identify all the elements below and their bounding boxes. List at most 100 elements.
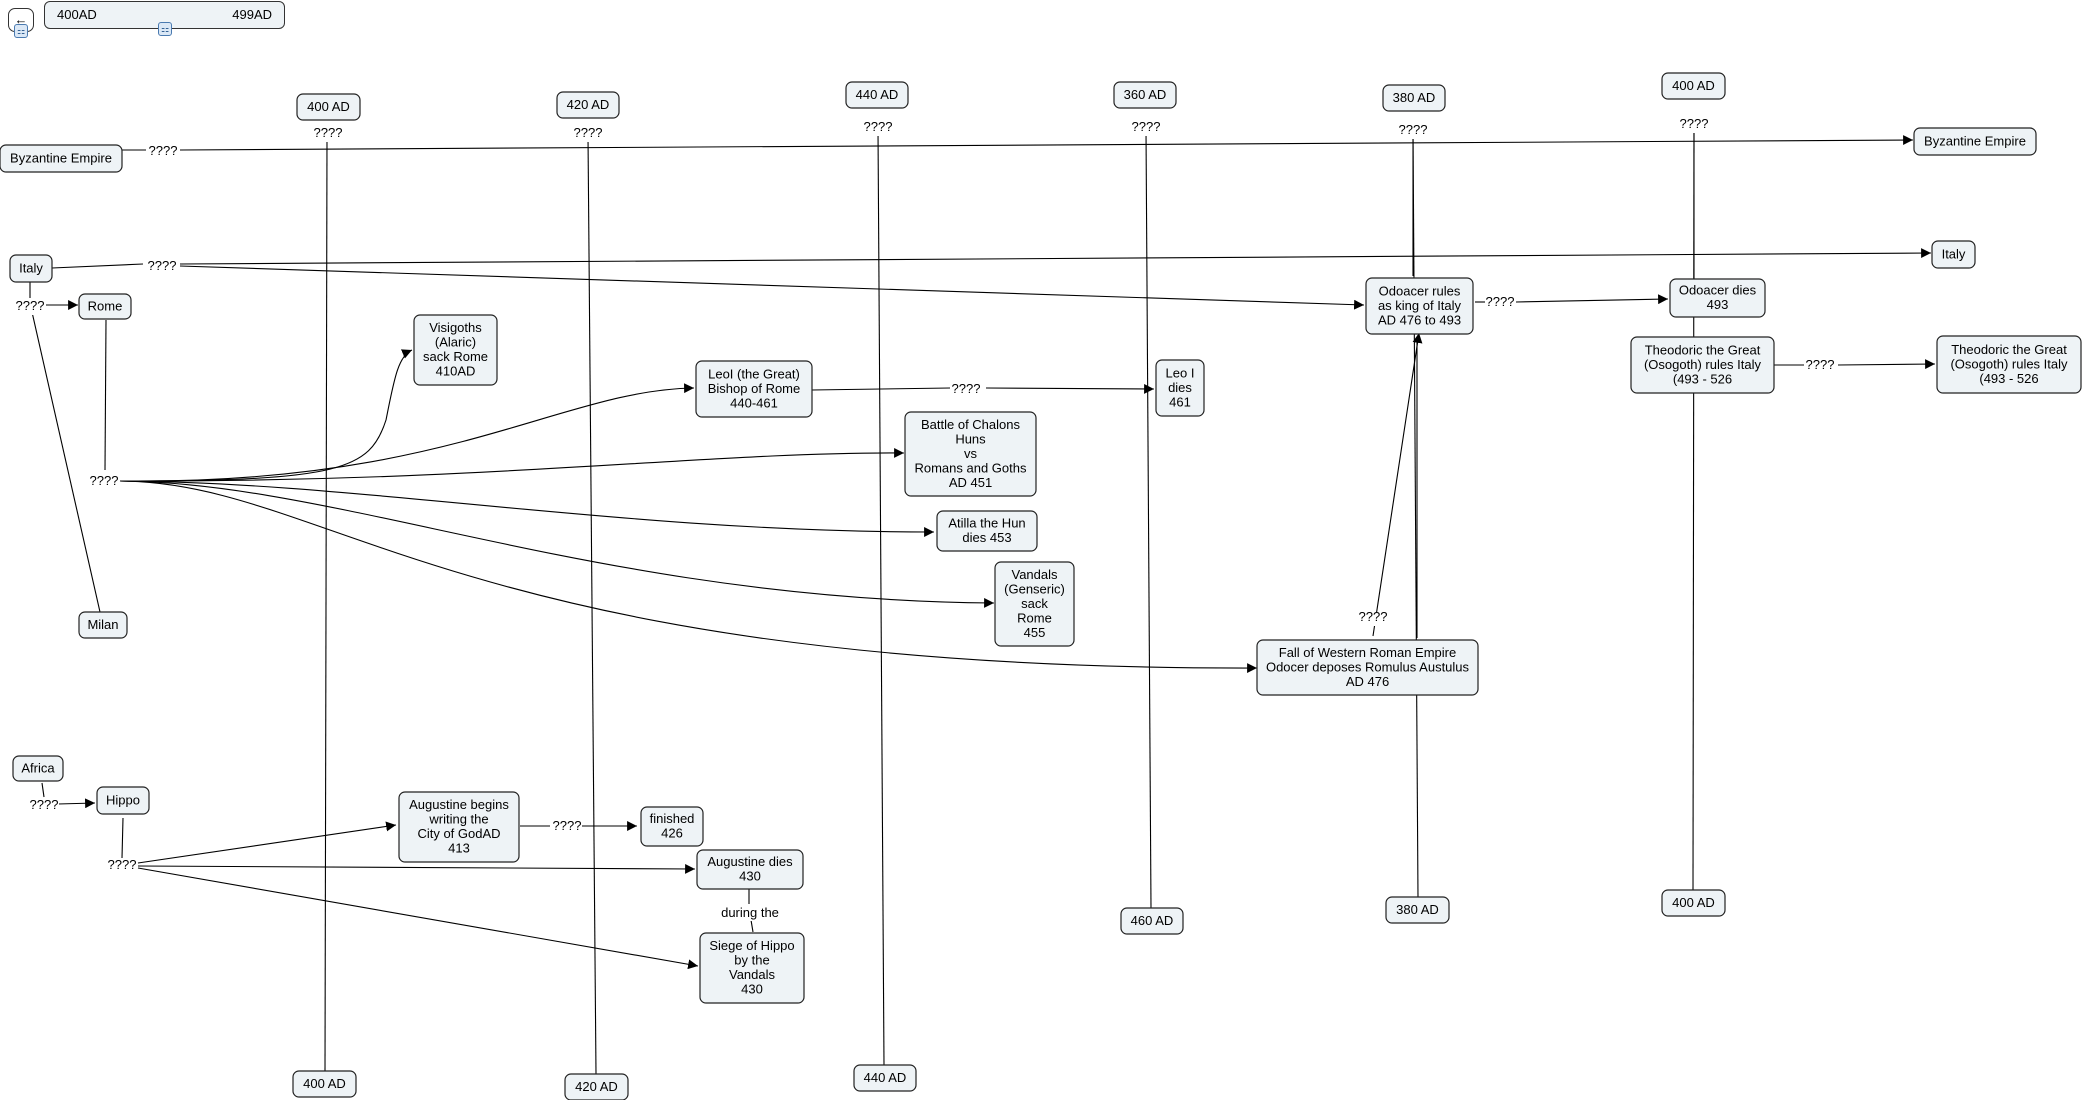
node-t440-bot[interactable]: 440 AD xyxy=(853,1064,917,1092)
node-text: (493 - 526 xyxy=(1979,371,2038,386)
node-text: Fall of Western Roman Empire xyxy=(1279,645,1457,660)
node-text: 426 xyxy=(661,826,683,841)
node-text: AD 476 to 493 xyxy=(1378,312,1461,327)
node-t420-bot[interactable]: 420 AD xyxy=(564,1073,629,1100)
node-text: sack xyxy=(1021,596,1048,611)
node-text: 420 AD xyxy=(567,97,610,112)
timeline-line xyxy=(1412,131,1419,899)
node-text: 380 AD xyxy=(1396,902,1439,917)
link-label: ???? xyxy=(952,381,981,396)
node-text: (Alaric) xyxy=(435,335,476,350)
node-italy-left[interactable]: Italy xyxy=(9,254,53,283)
node-text: AD 476 xyxy=(1346,674,1389,689)
node-byz-right[interactable]: Byzantine Empire xyxy=(1913,127,2037,156)
node-text: 410AD xyxy=(436,364,476,379)
node-text: dies xyxy=(1168,380,1192,395)
node-text: Vandals xyxy=(1011,567,1058,582)
link-label: ???? xyxy=(16,298,45,313)
node-text: AD 451 xyxy=(949,475,992,490)
node-text: 400 AD xyxy=(303,1076,346,1091)
node-t380-bot[interactable]: 380 AD xyxy=(1385,896,1450,924)
node-text: finished xyxy=(650,811,695,826)
link-label-during: during the xyxy=(721,905,779,920)
link-label: ???? xyxy=(1359,609,1388,624)
node-africa[interactable]: Africa xyxy=(12,755,64,782)
node-milan[interactable]: Milan xyxy=(78,611,128,639)
node-text: 440 AD xyxy=(864,1070,907,1085)
link-labels: ???? ???? ???? ???? ???? ???? ???? ???? … xyxy=(15,116,1835,921)
link-label: ???? xyxy=(148,258,177,273)
node-text: Theodoric the Great xyxy=(1951,342,2067,357)
node-text: sack Rome xyxy=(423,349,488,364)
node-t420-top[interactable]: 420 AD xyxy=(556,91,620,119)
sitemap-icon[interactable]: ⚏ xyxy=(158,22,172,36)
node-text: Italy xyxy=(1942,246,1966,261)
sitemap-icon[interactable]: ⚏ xyxy=(14,24,28,38)
timeline-line xyxy=(587,135,597,1075)
node-t360-bot[interactable]: 460 AD xyxy=(1120,907,1184,935)
node-theo-a[interactable]: Theodoric the Great(Osogoth) rules Italy… xyxy=(1630,336,1775,394)
node-text: Vandals xyxy=(729,967,776,982)
node-text: LeoI (the Great) xyxy=(708,366,800,381)
node-byz-left[interactable]: Byzantine Empire xyxy=(0,144,123,173)
node-text: 461 xyxy=(1169,394,1191,409)
node-text: Rome xyxy=(1017,610,1052,625)
node-text: 430 xyxy=(739,869,761,884)
link-label: ???? xyxy=(314,125,343,140)
node-text: by the xyxy=(734,953,769,968)
connections xyxy=(29,120,1936,1075)
node-text: as king of Italy xyxy=(1378,298,1462,313)
link-label: ???? xyxy=(1806,357,1835,372)
node-t400a-bot[interactable]: 400 AD xyxy=(292,1070,357,1098)
node-t400b-top[interactable]: 400 AD xyxy=(1661,72,1726,100)
range-end-label: 499AD xyxy=(232,7,272,22)
node-rome[interactable]: Rome xyxy=(78,293,132,320)
node-hippo[interactable]: Hippo xyxy=(96,786,150,815)
node-text: 380 AD xyxy=(1393,90,1436,105)
timeline-line xyxy=(1145,129,1152,909)
node-text: 413 xyxy=(448,841,470,856)
node-t360-top[interactable]: 360 AD xyxy=(1113,81,1177,109)
timeline-line xyxy=(877,129,885,1067)
node-text: Odoacer dies xyxy=(1679,283,1757,298)
node-text: 420 AD xyxy=(575,1079,618,1094)
node-text: 400 AD xyxy=(307,99,350,114)
node-theo-b[interactable]: Theodoric the Great(Osogoth) rules Italy… xyxy=(1936,335,2082,394)
node-text: 400 AD xyxy=(1672,895,1715,910)
node-t380-top[interactable]: 380 AD xyxy=(1382,84,1446,112)
node-t440-top[interactable]: 440 AD xyxy=(845,81,909,109)
node-text: 400 AD xyxy=(1672,78,1715,93)
node-text: (Osogoth) rules Italy xyxy=(1644,357,1762,372)
node-text: 460 AD xyxy=(1131,913,1174,928)
link-label: ???? xyxy=(1680,116,1709,131)
node-text: Siege of Hippo xyxy=(709,938,794,953)
node-text: 440 AD xyxy=(856,87,899,102)
timeline-line xyxy=(324,135,328,1073)
link-label: ???? xyxy=(90,473,119,488)
node-t400b-bot[interactable]: 400 AD xyxy=(1661,889,1726,917)
node-text: (Osogoth) rules Italy xyxy=(1950,356,2068,371)
node-text: Rome xyxy=(88,298,123,313)
node-text: Odoacer rules xyxy=(1379,283,1461,298)
node-text: Battle of Chalons xyxy=(921,417,1021,432)
node-text: (493 - 526 xyxy=(1673,371,1732,386)
node-t400a-top[interactable]: 400 AD xyxy=(296,93,361,121)
node-italy-right[interactable]: Italy xyxy=(1931,240,1976,269)
node-text: 440-461 xyxy=(730,395,778,410)
node-text: Atilla the Hun xyxy=(948,516,1025,531)
